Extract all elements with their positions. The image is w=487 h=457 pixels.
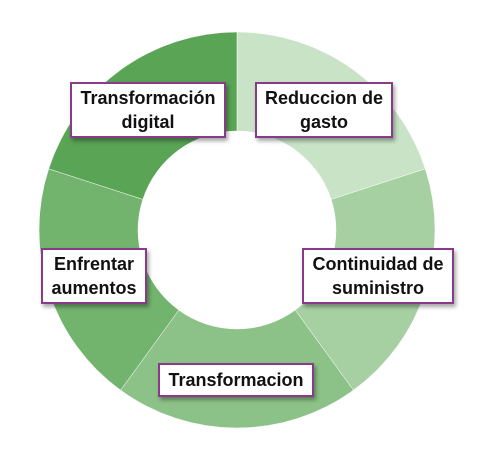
- label-transformacion: Transformacion: [158, 363, 314, 397]
- label-enfrentar-aumentos: Enfrentar aumentos: [41, 248, 147, 304]
- label-reduccion-de-gasto: Reduccion de gasto: [255, 82, 393, 138]
- label-transformacion-digital: Transformación digital: [70, 82, 226, 138]
- label-continuidad-de-suministro: Continuidad de suministro: [302, 248, 454, 304]
